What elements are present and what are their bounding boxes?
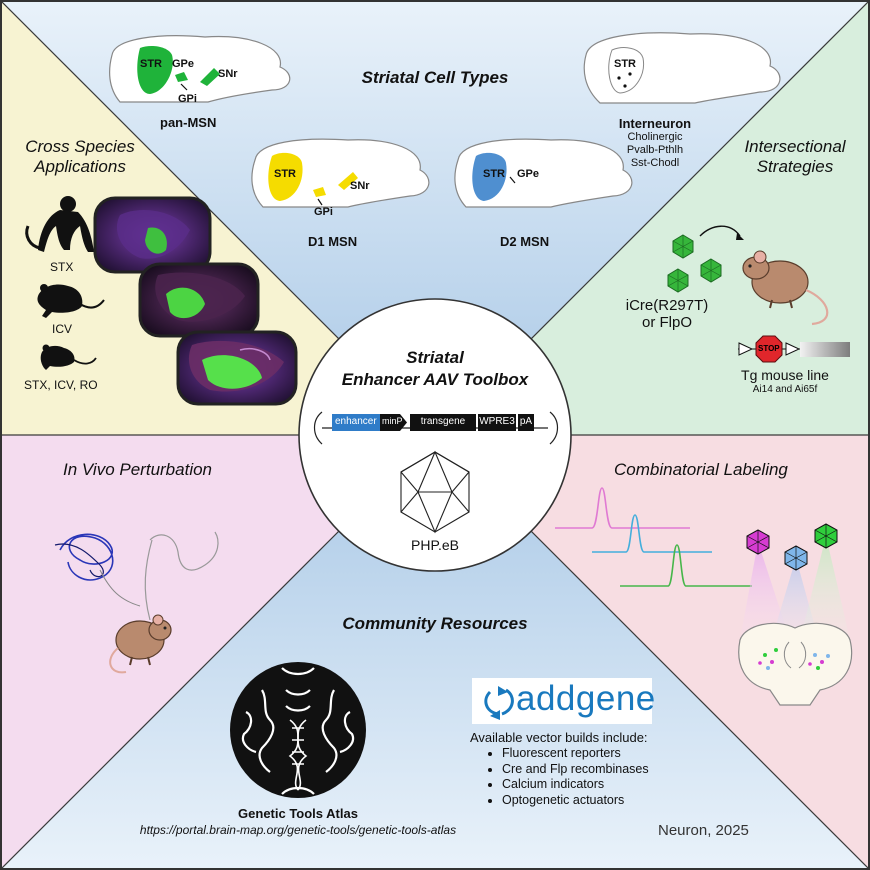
in-vivo-heading: In Vivo Perturbation: [63, 460, 212, 479]
center-title-2: Enhancer AAV Toolbox: [341, 370, 529, 389]
pan-msn-snr-label: SNr: [218, 68, 238, 80]
interneuron-type-1: Cholinergic: [627, 131, 683, 143]
stop-label: STOP: [758, 344, 780, 353]
interneuron-type-2: Pvalb-Pthlh: [626, 144, 684, 156]
rat-icon: [37, 284, 105, 318]
aav-capsids-colored: [746, 523, 838, 571]
route-stx: STX: [50, 260, 74, 274]
build-item: Calcium indicators: [502, 777, 649, 793]
build-item: Optogenetic actuators: [502, 793, 649, 809]
mouse-green-panel: [742, 250, 829, 326]
species-silhouettes: [25, 196, 105, 370]
construct-transgene: transgene: [420, 416, 466, 427]
neuron-tracing: [54, 531, 219, 621]
community-heading: Community Resources: [342, 614, 528, 633]
recombinase-line-2: or FlpO: [641, 314, 692, 331]
coronal-brain-section: [738, 622, 853, 706]
center-circle: [298, 298, 572, 572]
aav-capsids-green: [667, 234, 722, 293]
addgene-wordmark: addgene: [516, 679, 656, 718]
interneuron-label: Interneuron: [618, 116, 692, 131]
light-beams: [740, 536, 850, 645]
pan-msn-gpe-label: GPe: [172, 58, 195, 70]
interneuron-str-label: STR: [614, 58, 636, 70]
builds-list: Fluorescent reporters Cre and Flp recomb…: [484, 746, 649, 808]
d1-snr-label: SNr: [350, 180, 370, 192]
cross-species-heading-1: Cross Species: [25, 137, 135, 156]
intersectional-heading-2: Strategies: [756, 157, 834, 176]
d2-msn-label: D2 MSN: [500, 234, 550, 249]
recombinase-line-1: iCre(R297T): [625, 297, 709, 314]
capsid-label: PHP.eB: [411, 537, 459, 553]
stop-sign-icon: [755, 335, 783, 363]
pan-msn-label: pan-MSN: [160, 115, 217, 130]
vector-construct: [313, 411, 559, 445]
construct-wpre3: WPRE3: [479, 416, 515, 427]
labeled-cells: [758, 648, 830, 670]
route-icv: ICV: [52, 322, 73, 336]
route-stx-icv-ro: STX, ICV, RO: [24, 378, 98, 392]
center-title-1: Striatal: [406, 348, 464, 367]
pan-msn-str-label: STR: [140, 58, 162, 70]
brain-interneuron: [583, 32, 781, 104]
striatal-cell-types-heading: Striatal Cell Types: [361, 68, 509, 87]
bottom-panel-bg: [0, 435, 870, 870]
combinatorial-heading: Combinatorial Labeling: [614, 460, 788, 479]
construct-pa: pA: [519, 416, 533, 427]
d2-gpe-label: GPe: [517, 168, 540, 180]
tg-mouse-line-label: Tg mouse line: [741, 367, 829, 383]
genetic-tools-atlas-logo: [230, 662, 366, 798]
mouse-icon: [40, 344, 97, 370]
fluorescence-sections: [93, 196, 298, 406]
citation: Neuron, 2025: [658, 822, 749, 839]
injection-arrow: [699, 225, 741, 237]
construct-minp: minP: [382, 416, 403, 426]
atlas-url[interactable]: https://portal.brain-map.org/genetic-too…: [139, 823, 457, 837]
d2-str-label: STR: [483, 168, 505, 180]
cross-species-heading-2: Applications: [34, 157, 126, 176]
brain-pan-msn: [109, 35, 291, 103]
tg-examples-label: Ai14 and Ai65f: [752, 384, 818, 395]
d1-msn-label: D1 MSN: [308, 234, 358, 249]
brain-d1-msn: [251, 138, 430, 208]
top-panel-bg: [0, 0, 870, 435]
interneuron-dots: [617, 72, 632, 88]
calcium-traces: [555, 487, 752, 587]
addgene-logo: [472, 678, 652, 724]
mouse-pink-panel: [109, 614, 172, 674]
tg-construct: [738, 335, 850, 363]
intersectional-heading-1: Intersectional: [744, 137, 846, 156]
pan-msn-gpi-label: GPi: [178, 93, 197, 105]
d1-str-label: STR: [274, 168, 296, 180]
build-item: Fluorescent reporters: [502, 746, 649, 762]
monkey-icon: [25, 196, 94, 252]
capsid-icon: [400, 450, 470, 534]
construct-enhancer: enhancer: [335, 416, 377, 427]
interneuron-type-3: Sst-Chodl: [630, 157, 680, 169]
d1-gpi-label: GPi: [314, 206, 333, 218]
brain-d2-msn: [454, 138, 633, 208]
build-item: Cre and Flp recombinases: [502, 762, 649, 778]
atlas-title: Genetic Tools Atlas: [238, 806, 358, 821]
builds-heading: Available vector builds include:: [470, 730, 648, 745]
